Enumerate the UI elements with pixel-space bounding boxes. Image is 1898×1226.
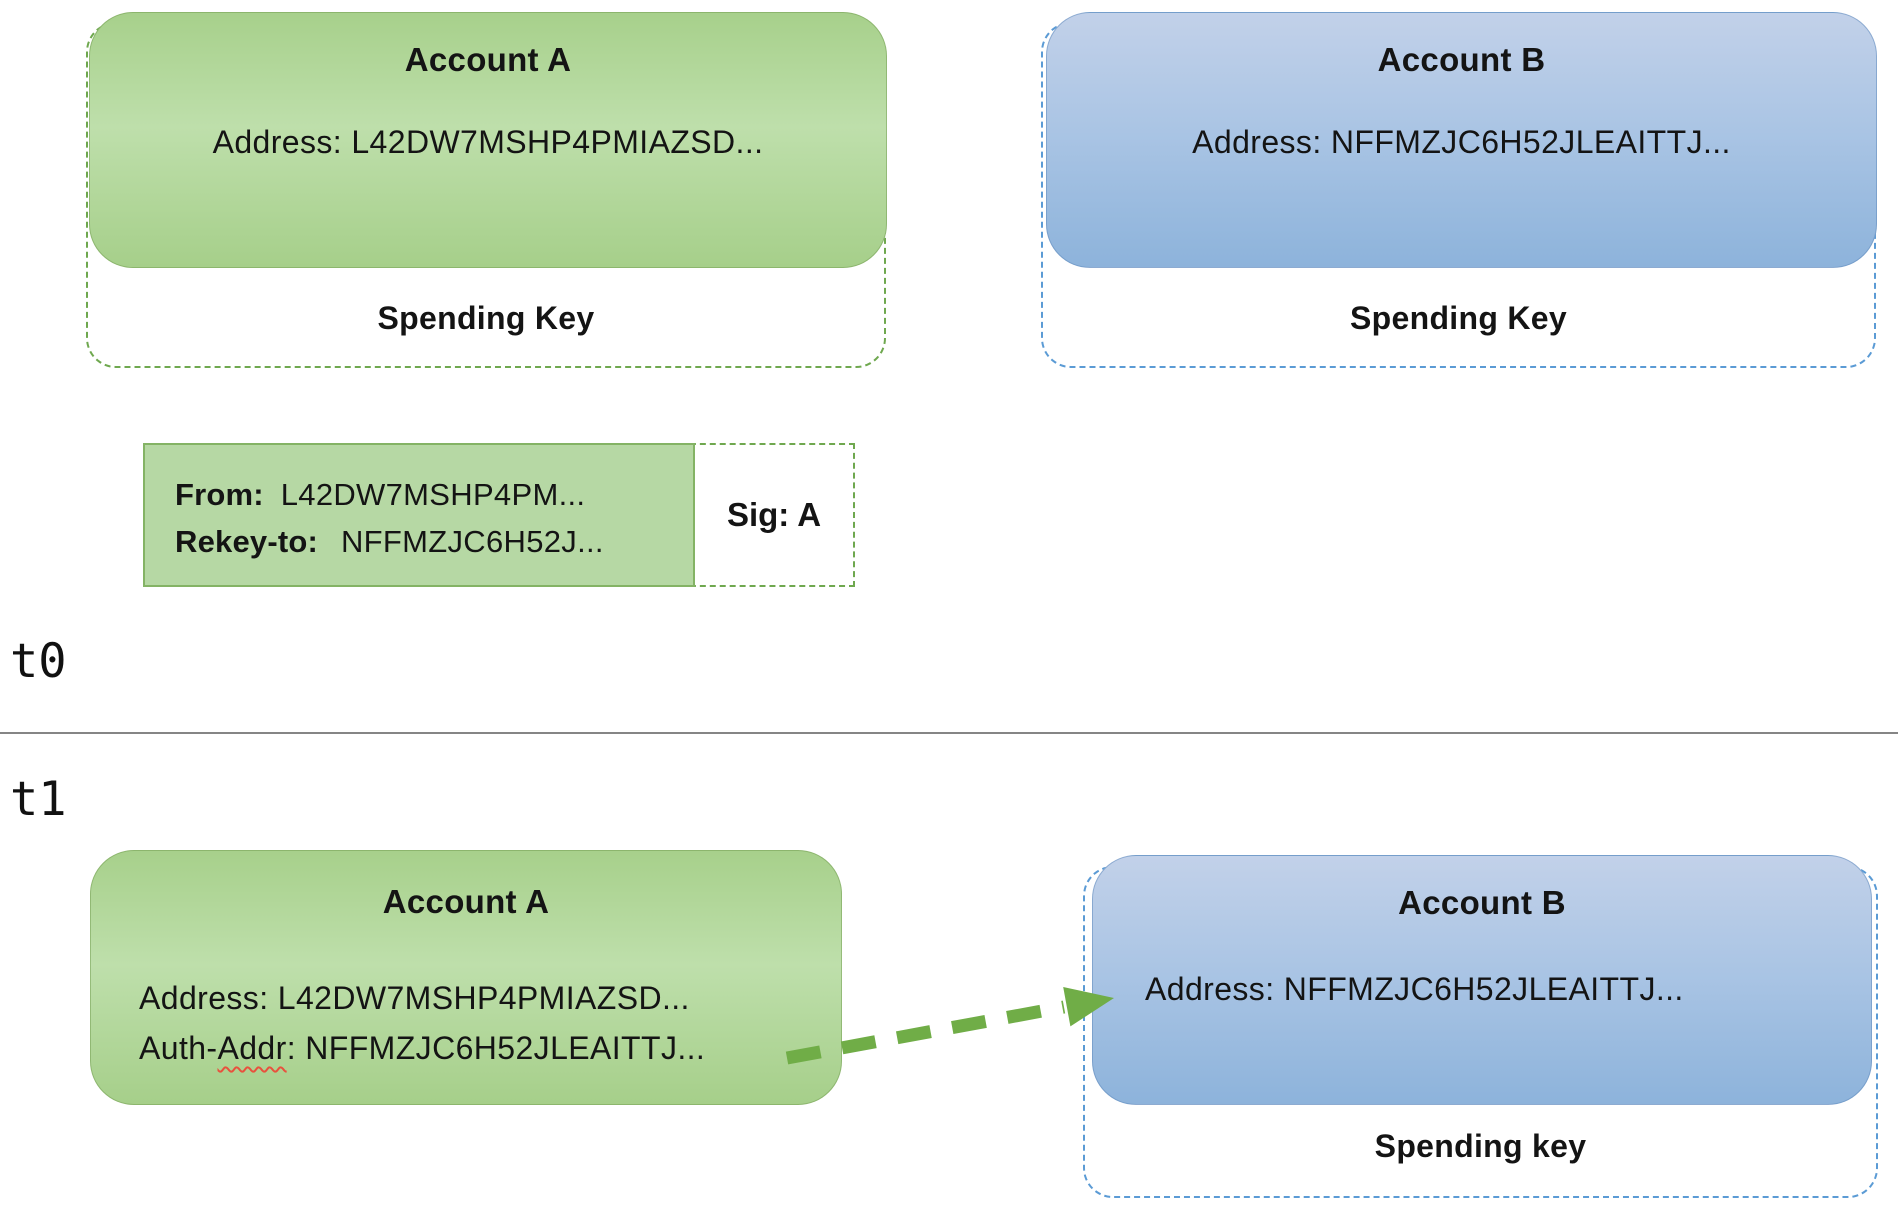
t1-account-a-title: Account A <box>382 883 550 920</box>
t1-account-b-card: Account B Address: NFFMZJC6H52JLEAITTJ..… <box>1092 855 1872 1105</box>
rekey-from-label: From: <box>175 477 264 512</box>
t1-account-b-spending-key-label: Spending key <box>1374 1128 1587 1164</box>
t0-account-b-title: Account B <box>1377 41 1546 78</box>
t0-account-a-spending-key-label: Spending Key <box>377 300 595 336</box>
auth-addr-spellcheck-flagged: Addr <box>217 1030 287 1066</box>
t1-account-a-card: Account A Address: L42DW7MSHP4PMIAZSD...… <box>90 850 842 1105</box>
rekey-transaction-fields: From: L42DW7MSHP4PM... Rekey-to: NFFMZJC… <box>143 443 695 587</box>
rekey-transaction: From: L42DW7MSHP4PM... Rekey-to: NFFMZJC… <box>143 443 855 587</box>
rekey-to-line: Rekey-to: NFFMZJC6H52J... <box>175 518 693 565</box>
t1-account-a-address: Address: L42DW7MSHP4PMIAZSD... <box>139 980 690 1016</box>
rekey-from-value: L42DW7MSHP4PM... <box>280 477 586 512</box>
t0-account-a-title: Account A <box>404 41 572 78</box>
t0-account-b-card: Account B Address: NFFMZJC6H52JLEAITTJ..… <box>1046 12 1877 268</box>
auth-addr-suffix: : NFFMZJC6H52JLEAITTJ... <box>286 1030 706 1066</box>
rekey-to-value: NFFMZJC6H52J... <box>340 524 604 559</box>
t1-account-a-addresses: Address: L42DW7MSHP4PMIAZSD... Auth-Addr… <box>91 973 841 1073</box>
rekey-arrow-icon <box>785 987 1114 1065</box>
rekey-from-line: From: L42DW7MSHP4PM... <box>175 471 693 518</box>
time-label-t1: t1 <box>10 772 67 827</box>
t1-account-b-address: Address: NFFMZJC6H52JLEAITTJ... <box>1145 971 1684 1007</box>
t0-account-a-card: Account A Address: L42DW7MSHP4PMIAZSD... <box>89 12 887 268</box>
t0-account-b-spending-key-label: Spending Key <box>1350 300 1567 336</box>
auth-addr-prefix: Auth- <box>139 1030 218 1066</box>
t0-account-a-address: Address: L42DW7MSHP4PMIAZSD... <box>212 124 764 160</box>
transaction-signature: Sig: A <box>726 496 822 533</box>
t1-account-b-title: Account B <box>1398 884 1566 921</box>
rekey-to-label: Rekey-to: <box>175 524 319 559</box>
t1-account-a-auth-addr: Auth-Addr: NFFMZJC6H52JLEAITTJ... <box>139 1023 841 1073</box>
timeline-divider <box>0 732 1898 734</box>
t0-account-b-address: Address: NFFMZJC6H52JLEAITTJ... <box>1192 124 1731 160</box>
time-label-t0: t0 <box>10 634 67 689</box>
